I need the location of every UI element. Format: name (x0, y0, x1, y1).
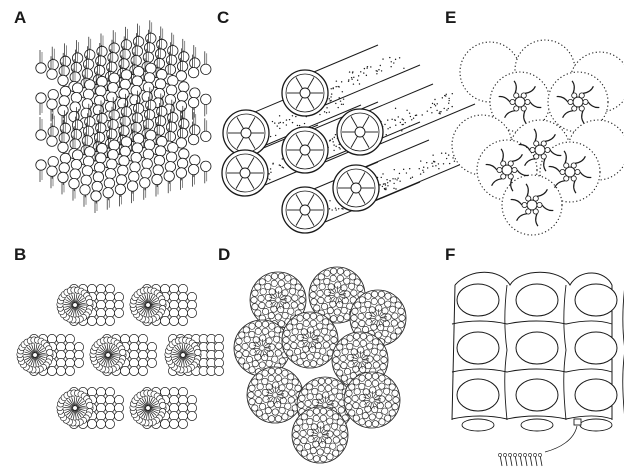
panel-a-lamellar-drawing (36, 20, 211, 213)
panel-c-hexagonal-cylinders-drawing (222, 45, 475, 233)
panel-label-f: F (445, 245, 455, 265)
panel-label-e: E (445, 8, 456, 28)
panel-label-d: D (218, 245, 230, 265)
panel-e-reverse-micelles-drawing (452, 40, 624, 235)
panel-f-bicontinuous-cubic-drawing (452, 272, 624, 466)
panel-label-a: A (14, 8, 26, 28)
panel-d-micelle-packing-drawing (234, 267, 406, 463)
panel-label-c: C (217, 8, 229, 28)
panel-label-b: B (14, 245, 26, 265)
panel-b-cylinder-ends-drawing (17, 284, 224, 428)
